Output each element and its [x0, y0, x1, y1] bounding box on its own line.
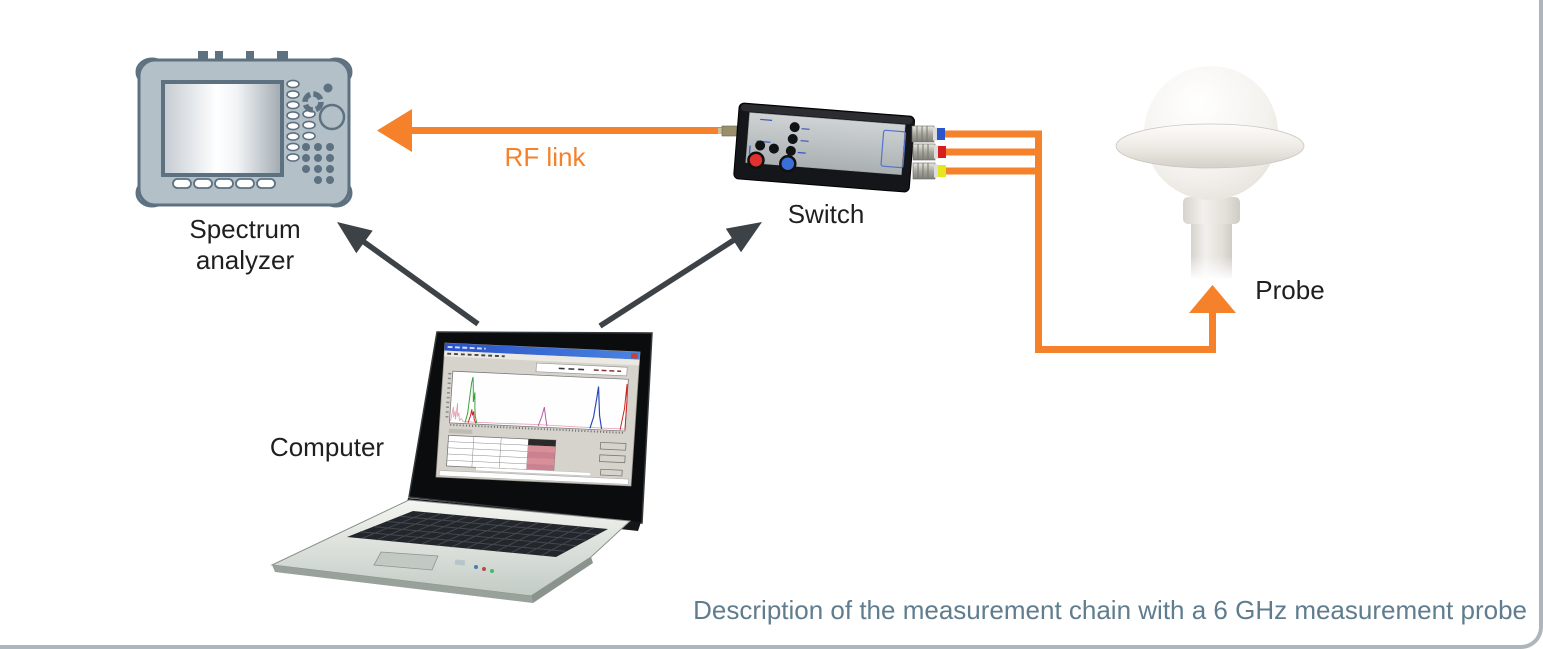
laptop-screen-app — [435, 342, 641, 487]
probe-photo — [1115, 66, 1305, 280]
analyzer-nav-pad — [302, 91, 324, 113]
switch-small-buttons — [755, 122, 800, 156]
spectrum-analyzer-illustration — [135, 51, 353, 208]
probe-cable-routing — [944, 130, 1236, 353]
analyzer-rotary-knob — [318, 103, 346, 131]
rf-link-arrow — [377, 109, 734, 152]
analyzer-power-led — [323, 83, 333, 93]
switch-panel-marking — [880, 129, 907, 169]
switch-connector-yellow — [912, 162, 946, 180]
computer-to-switch-arrow — [598, 222, 762, 329]
switch-blue-button — [779, 154, 797, 173]
switch-connector-red — [912, 143, 946, 161]
analyzer-top-connectors — [198, 51, 288, 62]
laptop-stickers — [454, 559, 494, 573]
analyzer-softkeys — [286, 79, 316, 162]
switch-connector-blue — [911, 125, 945, 143]
figure-caption: Description of the measurement chain wit… — [693, 595, 1527, 625]
probe-label: Probe — [1255, 275, 1325, 305]
computer-label: Computer — [269, 432, 385, 462]
analyzer-screen — [161, 80, 284, 177]
computer-to-analyzer-arrow — [337, 222, 480, 327]
rf-link-label: RF link — [504, 142, 586, 172]
probe-collar — [1183, 197, 1240, 224]
switch-body — [733, 102, 916, 193]
switch-device — [718, 102, 946, 193]
switch-label: Switch — [787, 199, 865, 229]
analyzer-function-keys — [172, 178, 276, 189]
switch-output-connectors — [911, 125, 946, 180]
laptop-photo — [270, 331, 653, 603]
analyzer-keypad — [302, 143, 334, 184]
switch-red-button — [747, 151, 765, 169]
probe-flange — [1115, 123, 1305, 169]
probe-arrowhead — [1189, 285, 1236, 313]
laptop-touchpad — [373, 551, 439, 571]
spectrum-analyzer-label: Spectrum analyzer — [189, 214, 301, 275]
